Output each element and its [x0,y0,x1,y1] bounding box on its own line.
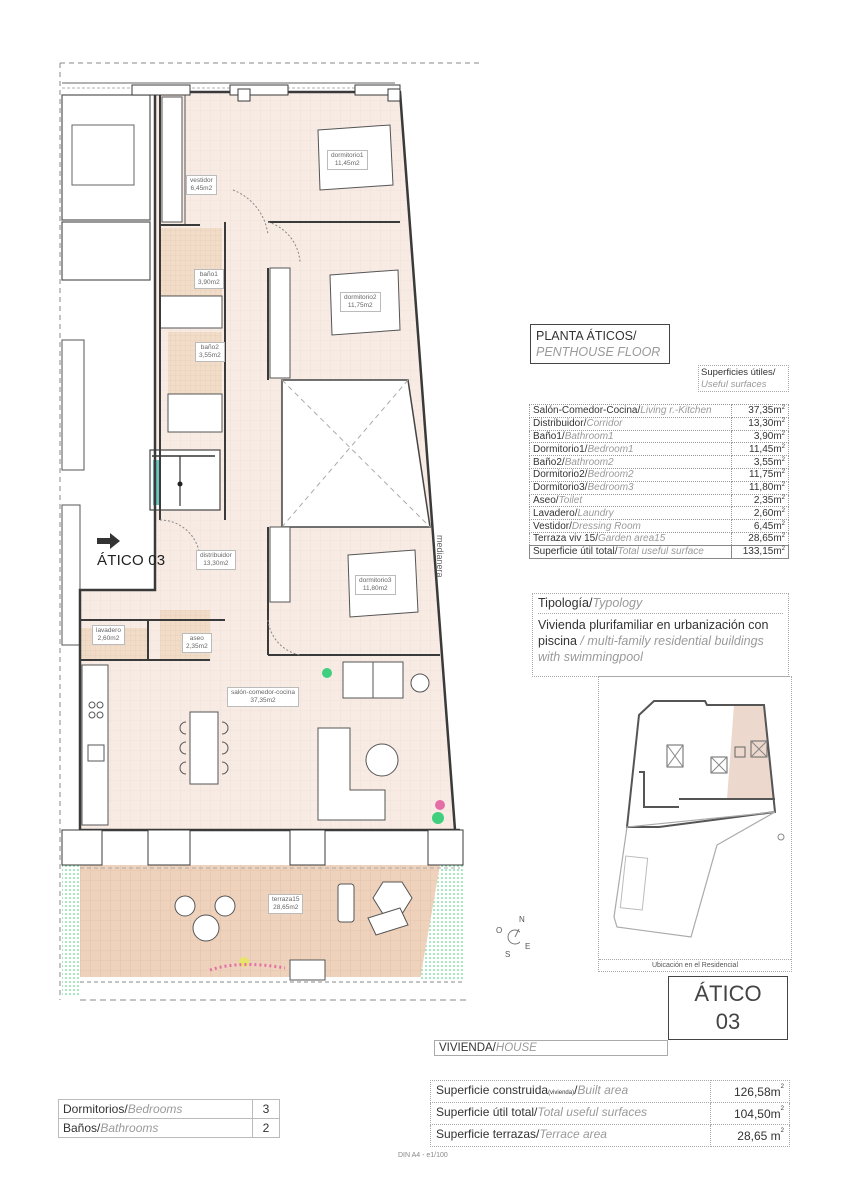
surface-value: 11,80m2 [731,480,789,495]
summary-value: 126,58m2 [710,1080,790,1103]
room-count-value: 3 [252,1099,280,1119]
surface-value: 11,45m2 [731,442,789,457]
table-row: Superficie construida(vivienda)/Built ar… [430,1080,790,1103]
floor-title-en: PENTHOUSE FLOOR [536,345,661,359]
floor-title-box: PLANTA ÁTICOS/ PENTHOUSE FLOOR [530,324,670,364]
surface-value: 2,60m2 [731,506,789,521]
compass-n: N [519,915,525,924]
surface-name: Dormitorio1/Bedroom1 [529,442,732,457]
housing-es: VIVIENDA/ [439,1042,496,1054]
compass-s: S [505,950,511,959]
surface-total-value: 133,15m2 [731,544,789,559]
summary-name: Superficie construida(vivienda)/Built ar… [430,1080,711,1103]
table-row: Superficie útil total/Total useful surfa… [430,1102,790,1125]
typology-box: Tipología/Typology Vivienda plurifamilia… [532,593,789,677]
compass-icon [507,928,523,945]
surface-name: Dormitorio2/Bedroom2 [529,467,732,482]
unit-id-line1: ÁTICO [694,981,762,1006]
surfaces-header: Superficies útiles/ Useful surfaces [698,365,789,392]
floor-title-es: PLANTA ÁTICOS/ [536,329,637,343]
site-plan-drawing [613,700,785,938]
medianera-label: medianera [435,535,445,578]
location-caption: Ubicación en el Residencial [599,959,791,969]
location-map: Ubicación en el Residencial [598,676,792,972]
housing-en: HOUSE [495,1042,537,1054]
surface-name: Vestidor/Dressing Room [529,519,732,533]
room-count-name: Baños/Bathrooms [58,1118,253,1138]
surface-name: Dormitorio3/Bedroom3 [529,480,732,495]
surface-name: Terraza viv 15/Garden area15 [529,531,732,546]
summary-name: Superficie útil total/Total useful surfa… [430,1102,711,1125]
entry-arrow-icon [97,533,120,549]
surface-name: Baño1/Bathroom1 [529,429,732,444]
typology-desc-en: / multi-family residential buildings wit… [538,634,764,664]
room-count-value: 2 [252,1118,280,1138]
typology-label-es: Tipología/ [538,596,593,610]
surface-name: Baño2/Bathroom2 [529,455,732,469]
surfaces-header-es: Superficies útiles/ [701,367,776,378]
surface-value: 11,75m2 [731,467,789,482]
summary-value: 28,65 m2 [710,1124,790,1147]
scale-label: DIN A4 - e1/100 [398,1152,448,1159]
table-row: Superficie útil total/Total useful surfa… [529,544,789,559]
area-summary-table: Superficie construida(vivienda)/Built ar… [430,1080,790,1147]
compass-o: O [496,926,503,935]
surface-value: 3,55m2 [731,455,789,469]
surface-value: 3,90m2 [731,429,789,444]
surface-value: 37,35m2 [731,404,789,418]
surface-value: 2,35m2 [731,493,789,508]
surface-value: 13,30m2 [731,416,789,431]
unit-id-box: ÁTICO 03 [668,976,788,1040]
summary-name: Superficie terrazas/Terrace area [430,1124,711,1147]
surface-name: Lavadero/Laundry [529,506,732,521]
surface-name: Aseo/Toilet [529,493,732,508]
entry-label: ÁTICO 03 [97,552,166,569]
surface-value: 28,65m2 [731,531,789,546]
room-count-name: Dormitorios/Bedrooms [58,1099,253,1119]
surface-total-name: Superficie útil total/Total useful surfa… [529,544,732,559]
floor-plan-drawing [59,62,523,1001]
compass-e: E [525,942,531,951]
housing-label: VIVIENDA/HOUSE [434,1040,668,1056]
typology-label-en: Typology [592,596,643,610]
surface-value: 6,45m2 [731,519,789,533]
surfaces-header-en: Useful surfaces [701,379,767,390]
unit-id-line2: 03 [715,1009,741,1034]
surface-name: Distribuidor/Corridor [529,416,732,431]
summary-value: 104,50m2 [710,1102,790,1125]
typology-desc-es: Vivienda plurifamiliar en urbanización c… [538,618,769,648]
surface-name: Salón-Comedor-Cocina/Living r.-Kitchen [529,404,732,418]
